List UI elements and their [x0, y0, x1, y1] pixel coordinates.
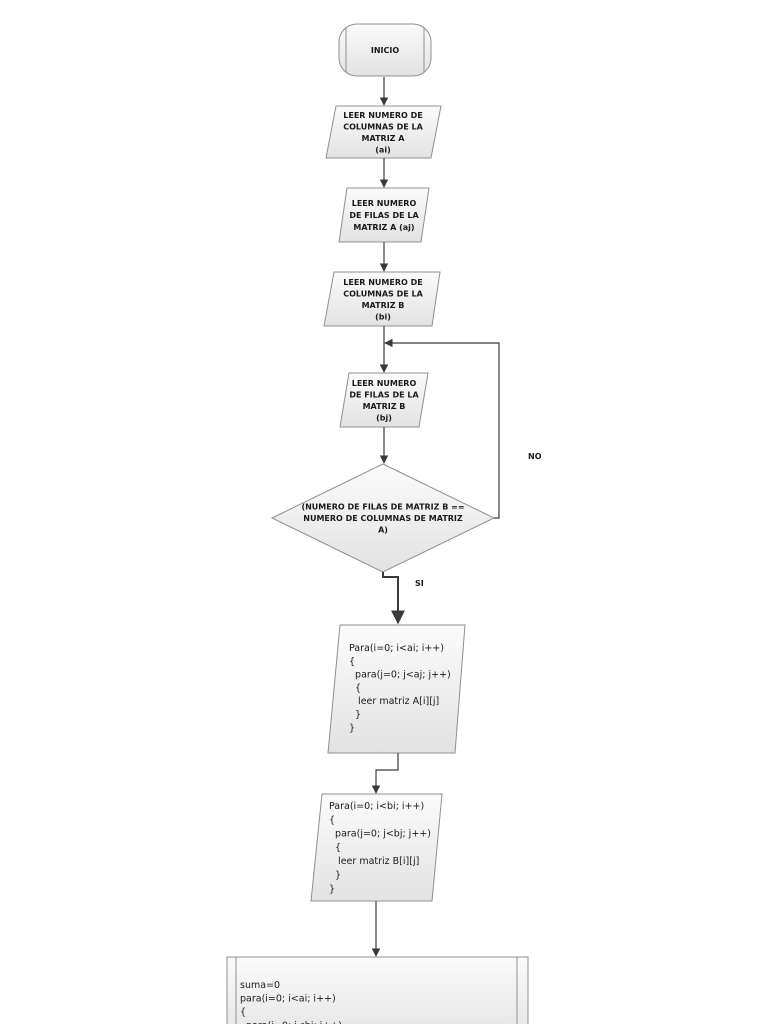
- text-line: NUMERO DE COLUMNAS DE MATRIZ: [303, 514, 463, 523]
- read-cols-b-parallelogram: [323, 271, 441, 327]
- text-line: }: [329, 870, 341, 881]
- text-line: {: [349, 656, 355, 667]
- text-line: LEER NUMERO DE: [343, 278, 422, 287]
- text-line: MATRIZ A: [362, 134, 406, 143]
- text-line: (NUMERO DE FILAS DE MATRIZ B ==: [301, 503, 464, 512]
- text-line: Para(i=0; i<bi; i++): [329, 801, 424, 812]
- text-line: para(j=0; j<bj; j++): [240, 1021, 342, 1024]
- text-line: (bi): [375, 312, 391, 321]
- text-line: (ai): [375, 145, 390, 154]
- edge-label-no: NO: [528, 452, 542, 461]
- text-line: DE FILAS DE LA: [349, 390, 419, 399]
- text-line: DE FILAS DE LA: [349, 211, 419, 220]
- loop-a-code: Para(i=0; i<ai; i++) { para(j=0; j<aj; j+…: [349, 643, 451, 734]
- arrow-loop-a-to-loop-b: [371, 753, 399, 794]
- loop-b-code: Para(i=0; i<bi; i++) { para(j=0; j<bj; j+…: [329, 801, 431, 895]
- read-cols-a-label: LEER NUMERO DE COLUMNAS DE LA MATRIZ A (ai): [343, 111, 423, 155]
- text-line: LEER NUMERO: [352, 199, 417, 208]
- text-line: MATRIZ A (aj): [353, 223, 414, 232]
- text-line: (bj): [376, 413, 392, 422]
- text-line: leer matriz A[i][j]: [349, 696, 439, 707]
- loop-a-parallelogram: [327, 624, 466, 754]
- read-rows-b-label: LEER NUMERO DE FILAS DE LA MATRIZ B (bj): [349, 379, 419, 423]
- text-line: }: [329, 884, 335, 895]
- text-line: }: [349, 723, 355, 734]
- text-line: LEER NUMERO DE: [343, 111, 422, 120]
- read-rows-a-parallelogram: [338, 187, 430, 243]
- read-rows-b-parallelogram: [339, 372, 429, 428]
- text-line: LEER NUMERO: [352, 379, 417, 388]
- edge-label-si: SI: [415, 579, 424, 588]
- text-line: suma=0: [240, 980, 280, 991]
- text-line: {: [349, 683, 361, 694]
- text-line: A): [378, 526, 388, 535]
- read-cols-a-parallelogram: [325, 105, 442, 159]
- process-sum-box: [226, 956, 529, 1024]
- text-line: COLUMNAS DE LA: [343, 122, 423, 131]
- text-line: para(j=0; j<aj; j++): [349, 670, 451, 681]
- arrow-no-loopback: [384, 338, 500, 519]
- read-cols-b-label: LEER NUMERO DE COLUMNAS DE LA MATRIZ B (bi): [343, 278, 423, 322]
- arrow-si-to-loop-a: [382, 572, 405, 625]
- text-line: MATRIZ B: [363, 402, 406, 411]
- read-rows-a-label: LEER NUMERO DE FILAS DE LA MATRIZ A (aj): [349, 199, 419, 232]
- start-terminator: [338, 23, 432, 77]
- text-line: MATRIZ B: [362, 301, 405, 310]
- text-line: para(j=0; j<bj; j++): [329, 829, 431, 840]
- loop-b-parallelogram: [310, 793, 443, 902]
- text-line: leer matriz B[i][j]: [329, 856, 419, 867]
- text-line: INICIO: [371, 46, 399, 55]
- text-line: {: [329, 842, 341, 853]
- process-sum-code: suma=0 para(i=0; i<ai; i++) { para(j=0; j<…: [240, 980, 342, 1024]
- text-line: {: [329, 815, 335, 826]
- start-label: INICIO: [371, 46, 399, 55]
- text-line: Para(i=0; i<ai; i++): [349, 643, 444, 654]
- text-line: {: [240, 1007, 246, 1018]
- decision-label: (NUMERO DE FILAS DE MATRIZ B == NUMERO DE…: [301, 503, 464, 535]
- text-line: }: [349, 710, 361, 721]
- text-line: COLUMNAS DE LA: [343, 289, 423, 298]
- text-line: para(i=0; i<ai; i++): [240, 994, 336, 1005]
